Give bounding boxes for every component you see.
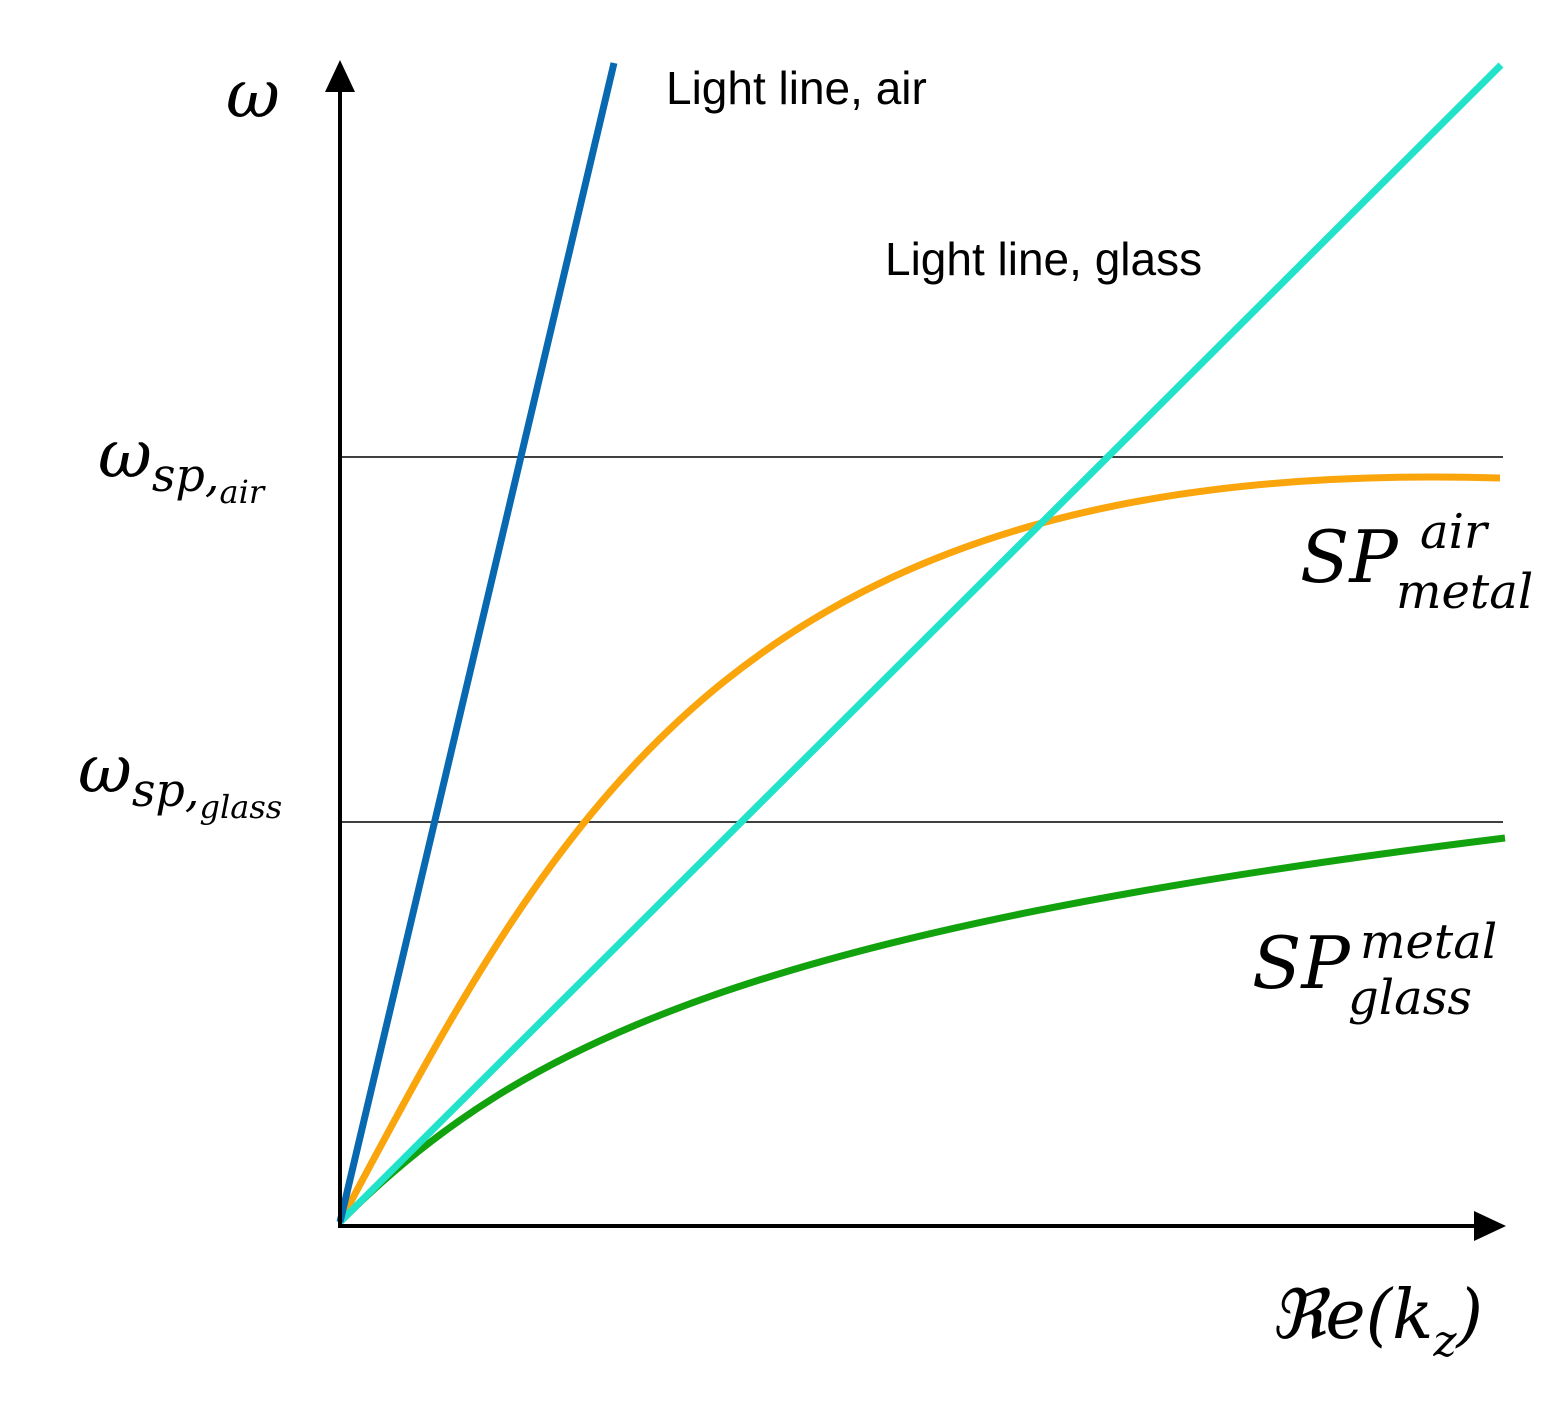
- light-line-air: [336, 62, 618, 1223]
- omega-sp-air-sub: sp,: [152, 448, 220, 502]
- omega-sp-air-label: ωsp,air: [98, 416, 266, 511]
- omega-sp-air-sub2: air: [220, 473, 266, 511]
- y-axis-label: ω: [226, 56, 280, 133]
- x-axis-arrowhead: [1474, 1211, 1506, 1241]
- sp-glass-metal-curve: [337, 834, 1506, 1225]
- omega-sp-glass-sub2: glass: [200, 788, 283, 826]
- omega-sp-glass-label: ωsp,glass: [78, 731, 282, 826]
- sp-glass-metal-label-base: SP: [1252, 921, 1351, 1005]
- omega-sp-glass-base: ω: [78, 731, 132, 808]
- light-line-air-label: Light line, air: [666, 62, 927, 114]
- x-axis-label-sub: z: [1432, 1316, 1457, 1367]
- sp-metal-air-label-sup: air: [1420, 504, 1490, 560]
- y-axis-arrowhead: [325, 60, 355, 92]
- x-axis-label-main: ℜe(k: [1270, 1276, 1433, 1355]
- omega-sp-glass-sub: sp,: [132, 763, 200, 817]
- sp-metal-air-curve: [336, 473, 1501, 1224]
- light-line-glass-label: Light line, glass: [885, 233, 1202, 285]
- sp-metal-air-label-base: SP: [1300, 515, 1399, 599]
- sp-metal-air-label-sub: metal: [1396, 564, 1533, 620]
- omega-sp-air-base: ω: [98, 416, 152, 493]
- x-axis-label: ℜe(kz): [1270, 1276, 1483, 1367]
- sp-glass-metal-label-sup: metal: [1360, 914, 1497, 970]
- light-line-glass: [337, 62, 1504, 1225]
- sp-glass-metal-label-sub: glass: [1348, 970, 1472, 1026]
- x-axis-label-close: ): [1455, 1276, 1484, 1355]
